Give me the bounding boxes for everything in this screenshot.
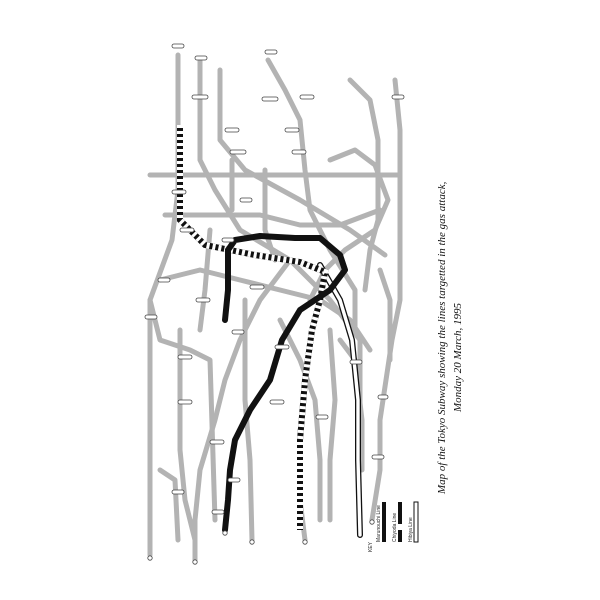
grey-line bbox=[177, 327, 198, 543]
station-marker bbox=[391, 94, 405, 100]
station-marker bbox=[239, 197, 253, 203]
station-marker bbox=[179, 227, 195, 233]
station-marker bbox=[177, 354, 193, 360]
station-markers bbox=[144, 43, 405, 565]
station-marker bbox=[261, 96, 279, 102]
grey-line bbox=[307, 147, 391, 303]
station-marker bbox=[299, 94, 315, 100]
station-marker bbox=[349, 359, 363, 365]
grey-line bbox=[327, 327, 338, 523]
grey-line bbox=[157, 467, 181, 543]
station-marker bbox=[227, 477, 241, 483]
grey-line bbox=[197, 57, 363, 423]
grey-line bbox=[265, 57, 358, 333]
grey-line bbox=[242, 297, 255, 543]
station-marker bbox=[371, 454, 385, 460]
grey-line bbox=[377, 267, 393, 363]
station-marker bbox=[269, 399, 285, 405]
station-marker bbox=[171, 189, 187, 195]
map-key: KEY Marunouchi Line Chiyoda Line Hibiya … bbox=[368, 501, 419, 552]
station-terminus bbox=[222, 530, 228, 536]
station-marker bbox=[191, 94, 209, 100]
marunouchi-branch bbox=[222, 247, 231, 323]
station-marker bbox=[171, 489, 185, 495]
grey-line bbox=[157, 267, 373, 353]
station-marker bbox=[249, 284, 265, 290]
key-swatch-chiyoda-gap bbox=[398, 524, 402, 530]
hibiya-line-route bbox=[317, 262, 363, 538]
station-marker bbox=[284, 127, 300, 133]
station-marker bbox=[194, 55, 208, 61]
station-marker bbox=[377, 394, 389, 400]
grey-line bbox=[217, 67, 388, 258]
key-swatch-hibiya bbox=[413, 501, 419, 543]
station-marker bbox=[315, 414, 329, 420]
key-swatch-chiyoda-base bbox=[398, 502, 402, 542]
station-marker bbox=[211, 509, 225, 515]
station-terminus bbox=[369, 519, 375, 525]
key-label-chiyoda: Chiyoda Line bbox=[392, 513, 398, 542]
chiyoda-line-dashes bbox=[177, 125, 329, 530]
station-marker bbox=[195, 297, 211, 303]
chiyoda-line-route bbox=[177, 125, 329, 530]
marunouchi-main bbox=[222, 233, 348, 533]
key-label-marunouchi: Marunouchi Line bbox=[376, 505, 382, 542]
station-terminus bbox=[302, 539, 308, 545]
station-terminus bbox=[147, 555, 153, 561]
station-marker bbox=[144, 314, 158, 320]
grey-line bbox=[147, 297, 218, 523]
key-label-hibiya: Hibiya Line bbox=[408, 517, 414, 542]
station-terminus bbox=[192, 559, 198, 565]
grey-line bbox=[162, 207, 383, 228]
station-marker bbox=[291, 149, 307, 155]
station-marker bbox=[157, 277, 171, 283]
grey-line bbox=[277, 317, 323, 523]
station-marker bbox=[229, 149, 247, 155]
station-marker bbox=[231, 329, 245, 335]
station-terminus bbox=[249, 539, 255, 545]
grey-line bbox=[197, 227, 213, 333]
station-marker bbox=[171, 43, 185, 49]
station-marker bbox=[221, 237, 235, 243]
marunouchi-line-route bbox=[222, 233, 348, 533]
hibiya-line-inner bbox=[318, 263, 362, 537]
station-marker bbox=[209, 439, 225, 445]
station-marker bbox=[224, 127, 240, 133]
key-swatch-marunouchi bbox=[382, 502, 386, 542]
station-marker bbox=[264, 49, 278, 55]
station-marker bbox=[177, 399, 193, 405]
grey-line bbox=[192, 257, 293, 563]
key-heading: KEY bbox=[368, 541, 374, 552]
station-marker bbox=[274, 344, 290, 350]
grey-line bbox=[262, 167, 278, 263]
